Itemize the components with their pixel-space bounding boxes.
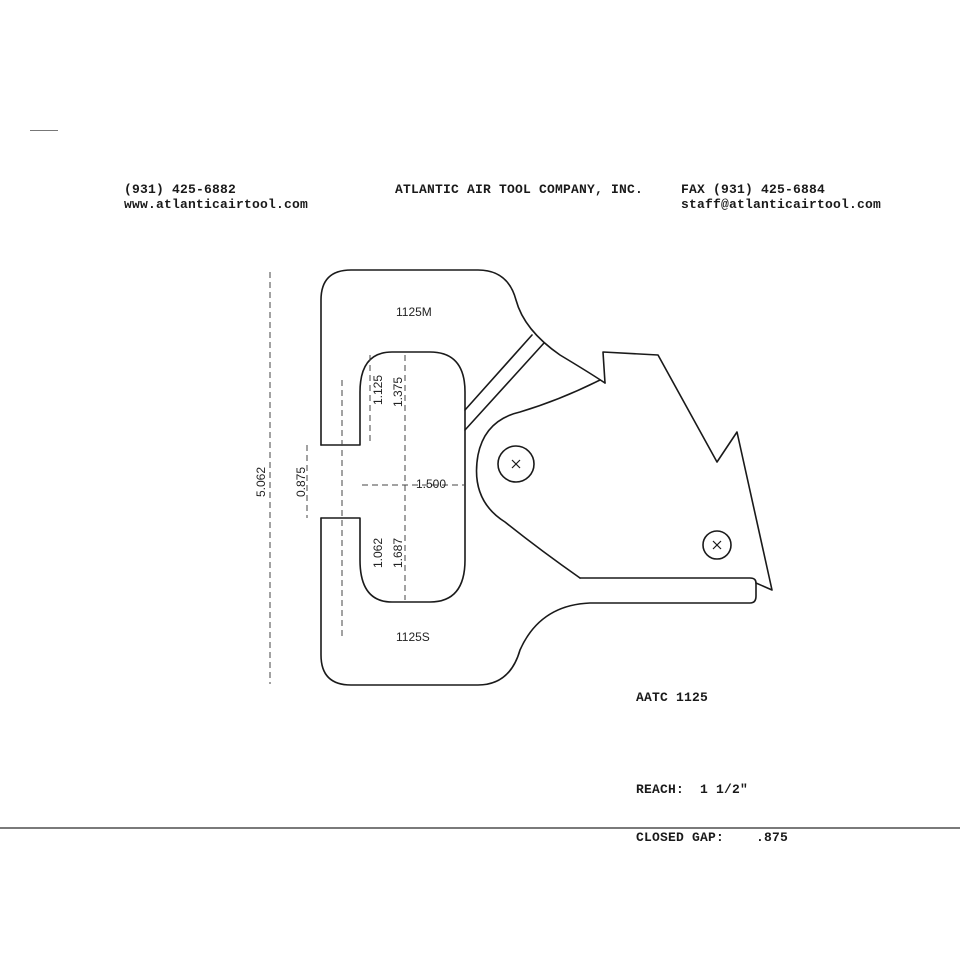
lever-arm bbox=[475, 379, 601, 579]
dim-upper-inner-2: 1.375 bbox=[391, 377, 405, 407]
lever-body bbox=[602, 351, 773, 591]
dim-lower-inner-1: 1.062 bbox=[371, 538, 385, 568]
pivot-hole-lower bbox=[702, 530, 732, 560]
website-url: www.atlanticairtool.com bbox=[124, 197, 309, 212]
dim-reach: 1.500 bbox=[416, 477, 446, 491]
reach-spec: REACH: 1 1/2" bbox=[636, 782, 749, 797]
dim-upper-inner-1: 1.125 bbox=[371, 375, 385, 405]
upper-jaw-label: 1125M bbox=[396, 305, 432, 319]
dim-gap: 0.875 bbox=[294, 467, 308, 497]
dim-overall-height: 5.062 bbox=[254, 467, 268, 497]
model-number: AATC 1125 bbox=[636, 690, 709, 705]
company-name: ATLANTIC AIR TOOL COMPANY, INC. bbox=[395, 182, 644, 197]
upper-lip bbox=[320, 351, 466, 603]
phone-number: (931) 425-6882 bbox=[124, 182, 237, 197]
page-bottom-rule bbox=[0, 827, 960, 829]
fax-number: FAX (931) 425-6884 bbox=[681, 182, 826, 197]
lower-jaw-label: 1125S bbox=[396, 630, 430, 644]
link-bar-a bbox=[464, 334, 533, 411]
top-edge-mark bbox=[30, 130, 58, 131]
email-address: staff@atlanticairtool.com bbox=[681, 197, 882, 212]
closed-gap-spec: CLOSED GAP: .875 bbox=[636, 830, 789, 845]
dim-lower-inner-2: 1.687 bbox=[391, 538, 405, 568]
jaw-outline bbox=[320, 269, 606, 446]
spec-notes: AATC 1125 REACH: 1 1/2" CLOSED GAP: .875 bbox=[636, 658, 788, 878]
link-bar-b bbox=[464, 342, 545, 431]
pivot-hole-upper bbox=[497, 445, 535, 483]
